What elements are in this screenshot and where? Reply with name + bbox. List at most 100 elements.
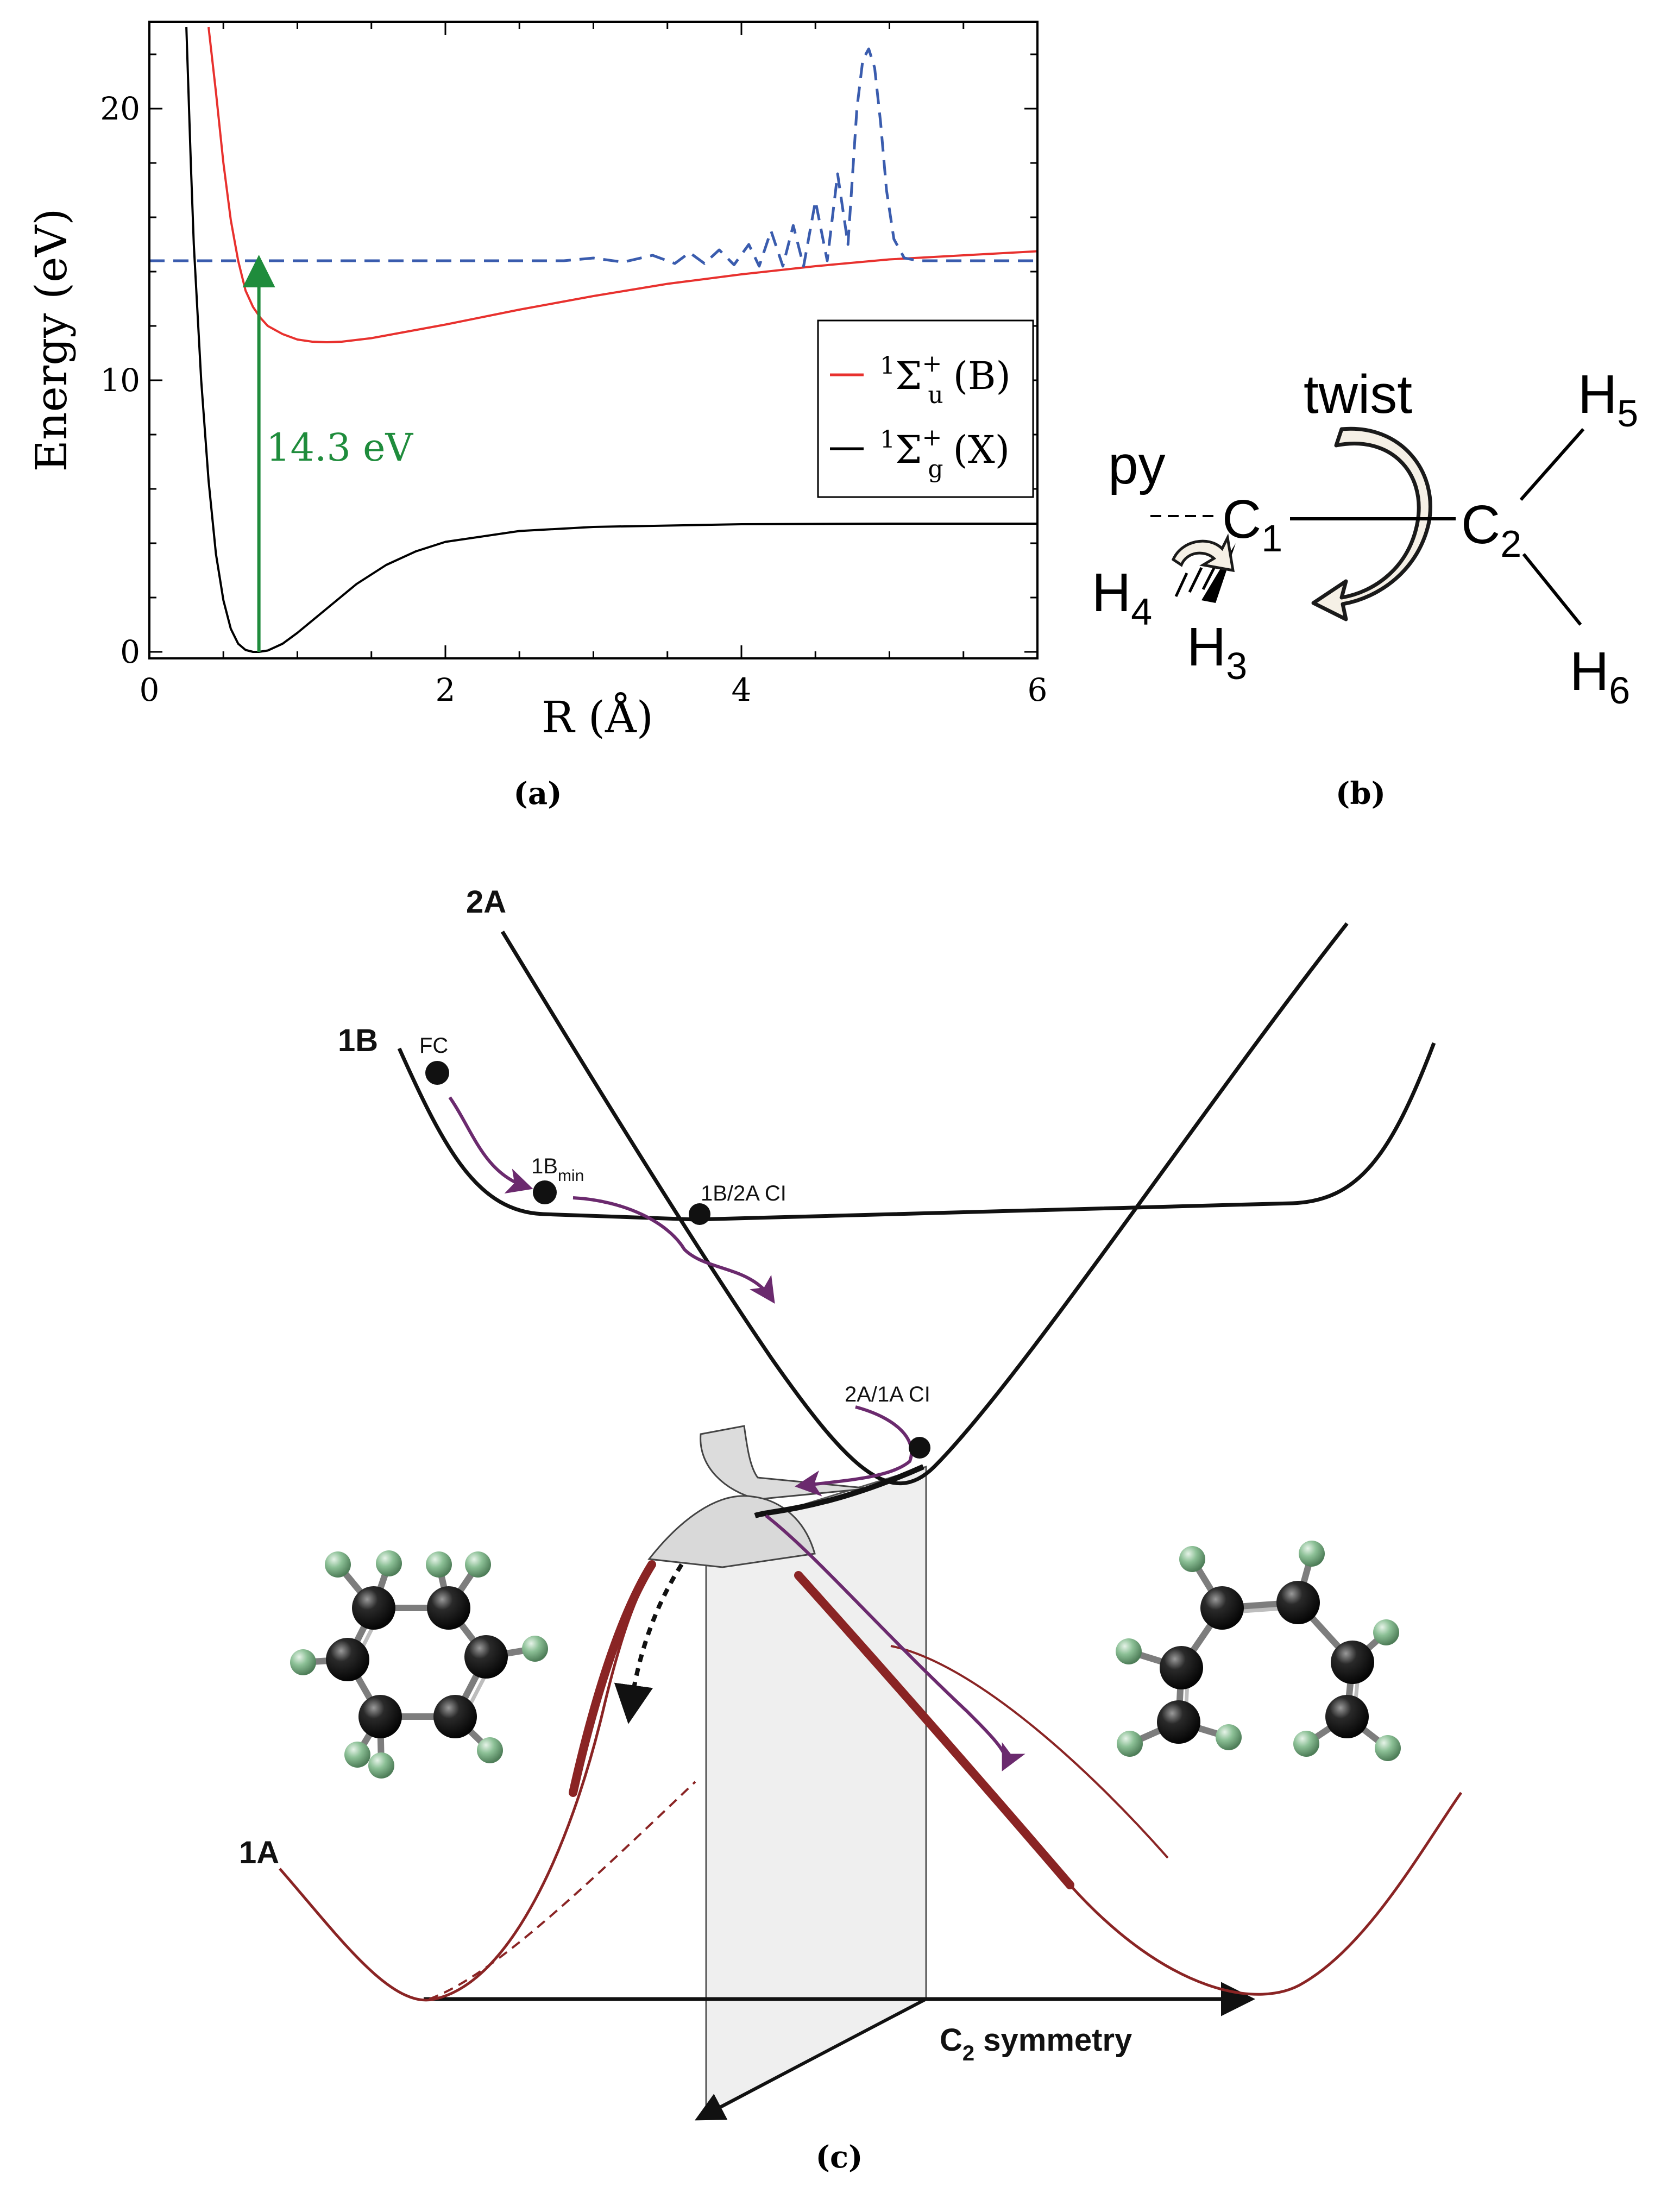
state-label-1b: 1B xyxy=(338,1023,378,1058)
carbon-atom xyxy=(427,1586,470,1630)
path-ci-to-cone xyxy=(795,1405,914,1497)
x-tick-label: 4 xyxy=(732,671,752,708)
carbon-atom xyxy=(1331,1641,1374,1684)
c1-h4-hash xyxy=(1174,564,1217,598)
carbon-atom xyxy=(326,1638,369,1681)
upper-cone-surface xyxy=(700,1425,870,1500)
py-rotate-arrow-icon xyxy=(1171,533,1235,573)
hydrogen-atom xyxy=(1375,1735,1401,1761)
carbon-atom xyxy=(464,1635,508,1679)
path-fc-to-min xyxy=(448,1096,533,1194)
hydrogen-atom xyxy=(522,1636,548,1662)
plot-frame xyxy=(148,21,1039,659)
tick-labels: 0 2 4 6 0 10 20 xyxy=(100,90,1047,708)
point-1b-2a-ci xyxy=(689,1203,710,1225)
path-cone-to-reactant xyxy=(614,1563,684,1724)
depth-axis xyxy=(695,1997,927,2121)
hydrogen-atom xyxy=(290,1649,316,1675)
carbon-atom xyxy=(433,1695,477,1738)
legend-box xyxy=(817,319,1034,498)
state-label-2a: 2A xyxy=(466,884,506,920)
panel-b-caption: (b) xyxy=(1336,776,1386,812)
state-label-1a: 1A xyxy=(239,1835,279,1870)
state-1a-right-thick xyxy=(794,1571,1074,1889)
atom-h6: H6 xyxy=(1570,641,1630,712)
py-label: py xyxy=(1108,435,1166,495)
legend: 1Σ+u(B) 1Σ+g(X) xyxy=(817,319,1034,498)
potential-energy-surface-diagram: C2 symmetry 2A 1B 1A FC 1Bmin 1B/2A CI 2… xyxy=(239,884,1463,2175)
panel-c-caption: (c) xyxy=(815,2139,863,2175)
c2-h5-bond xyxy=(1519,428,1585,501)
hydrogen-atom xyxy=(344,1742,370,1768)
y-axis-title: Energy (eV) xyxy=(26,209,77,472)
ethylene-twist-diagram: twist py C1 C2 H3 H4 H5 H6 (b) xyxy=(1092,364,1638,812)
label-2a-1a-ci: 2A/1A CI xyxy=(845,1383,930,1406)
point-2a-1a-ci xyxy=(909,1437,930,1459)
hydrogen-atom xyxy=(1117,1731,1143,1757)
c2-h6-bond xyxy=(1522,553,1582,626)
series-line-1 xyxy=(185,27,1037,653)
legend-label-x: 1Σ+g(X) xyxy=(880,424,1010,483)
c2-symmetry-label: C2 symmetry xyxy=(940,2022,1132,2065)
state-2a-curve xyxy=(501,922,1349,1486)
point-fc xyxy=(425,1061,449,1085)
hydrogen-atom xyxy=(1299,1541,1325,1567)
excitation-energy-label: 14.3 eV xyxy=(266,425,414,470)
cone-ridge-curve xyxy=(754,1464,925,1518)
y-tick-label: 0 xyxy=(120,633,140,670)
x-tick-label: 2 xyxy=(436,671,456,708)
carbon-atom xyxy=(1157,1700,1200,1744)
cyclohexadiene-molecule xyxy=(290,1550,548,1779)
path-cone-to-product xyxy=(765,1514,1025,1771)
carbon-atom xyxy=(1160,1646,1203,1689)
atom-h4: H4 xyxy=(1092,562,1152,633)
atom-h3: H3 xyxy=(1187,617,1247,687)
series-line-0 xyxy=(207,27,1037,343)
legend-entry-x: 1Σ+g(X) xyxy=(830,424,1010,483)
carbon-atom xyxy=(1200,1586,1244,1630)
hexatriene-molecule xyxy=(1116,1541,1401,1761)
state-1a-right-thin xyxy=(890,1645,1169,1859)
atom-h5: H5 xyxy=(1578,364,1638,435)
hydrogen-atom xyxy=(325,1551,351,1578)
carbon-atom xyxy=(1276,1581,1320,1624)
legend-label-b: 1Σ+u(B) xyxy=(880,350,1011,409)
legend-entry-b: 1Σ+u(B) xyxy=(830,350,1011,409)
hydrogen-atom xyxy=(477,1737,503,1763)
state-1a-left-curve xyxy=(279,1563,656,2002)
carbon-atom xyxy=(352,1586,395,1630)
hydrogen-atom xyxy=(1116,1638,1142,1664)
hydrogen-atom xyxy=(1373,1619,1399,1645)
y-tick-label: 10 xyxy=(100,362,140,399)
y-tick-label: 20 xyxy=(100,90,140,127)
atom-c1: C1 xyxy=(1222,489,1282,560)
carbon-atom xyxy=(1325,1695,1369,1738)
state-1a-left-thick xyxy=(569,1560,656,1797)
series-line-2 xyxy=(149,47,1037,268)
axis-ticks xyxy=(148,22,1039,658)
point-1b-min xyxy=(533,1180,557,1204)
x-tick-label: 0 xyxy=(140,671,160,708)
state-1a-dashed xyxy=(429,1781,696,2000)
twist-label: twist xyxy=(1304,364,1412,425)
label-1b-min: 1Bmin xyxy=(531,1154,584,1185)
hydrogen-atom xyxy=(376,1550,402,1576)
path-min-to-ci xyxy=(572,1196,775,1304)
twist-arrow-icon xyxy=(1311,426,1432,621)
hydrogen-atom xyxy=(1179,1546,1205,1572)
atom-c2: C2 xyxy=(1461,494,1521,565)
energy-curve-chart: 0 2 4 6 0 10 20 14.3 eV R (Å) Energy (eV) 1Σ+u… xyxy=(26,21,1047,812)
hydrogen-atom xyxy=(1293,1731,1319,1757)
hydrogen-atom xyxy=(426,1551,452,1578)
carbon-atom xyxy=(358,1695,402,1738)
hydrogen-atom xyxy=(1216,1724,1242,1750)
hydrogen-atom xyxy=(368,1752,394,1779)
x-axis-title: R (Å) xyxy=(542,692,653,743)
x-tick-label: 6 xyxy=(1028,671,1048,708)
label-fc: FC xyxy=(419,1034,448,1058)
label-1b-2a-ci: 1B/2A CI xyxy=(701,1182,786,1205)
panel-a-caption: (a) xyxy=(513,776,562,812)
plot-area xyxy=(149,27,1037,653)
hydrogen-atom xyxy=(465,1551,491,1578)
